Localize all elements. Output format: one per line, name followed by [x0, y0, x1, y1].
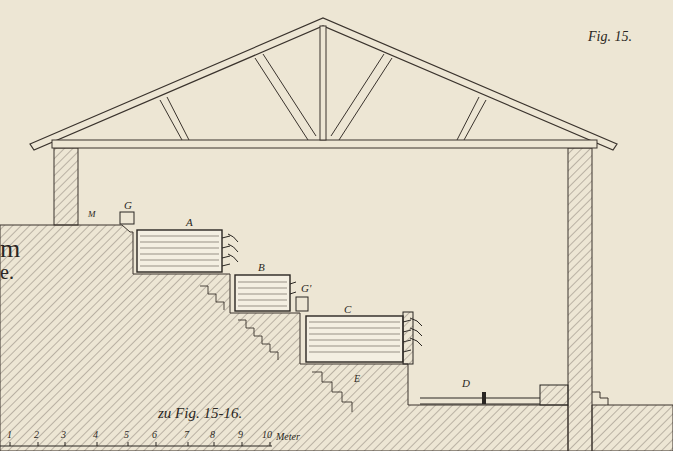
part-letter: B	[258, 262, 265, 273]
part-letter: M	[88, 210, 96, 219]
scale-number: 3	[61, 430, 66, 440]
scale-number: 7	[184, 430, 189, 440]
part-letter: G'	[301, 283, 311, 294]
scale-number: 2	[34, 430, 39, 440]
part-letter: D	[462, 378, 470, 389]
scale-number: 10	[262, 430, 272, 440]
scale-number: Meter	[276, 432, 300, 442]
scale-number: 5	[124, 430, 129, 440]
scale-number: 8	[210, 430, 215, 440]
scale-number: 6	[152, 430, 157, 440]
scale-number: 1	[7, 430, 12, 440]
cut-text: m	[0, 236, 20, 262]
cut-text: e.	[0, 262, 14, 282]
scale-number: 9	[238, 430, 243, 440]
part-letter: E	[354, 374, 360, 384]
scale-number: 4	[93, 430, 98, 440]
scale-title: zu Fig. 15-16.	[158, 406, 242, 421]
part-letter: A	[186, 217, 193, 228]
part-letter: C	[344, 304, 351, 315]
figure-number: Fig. 15.	[588, 30, 632, 44]
part-letter: G	[124, 200, 132, 211]
